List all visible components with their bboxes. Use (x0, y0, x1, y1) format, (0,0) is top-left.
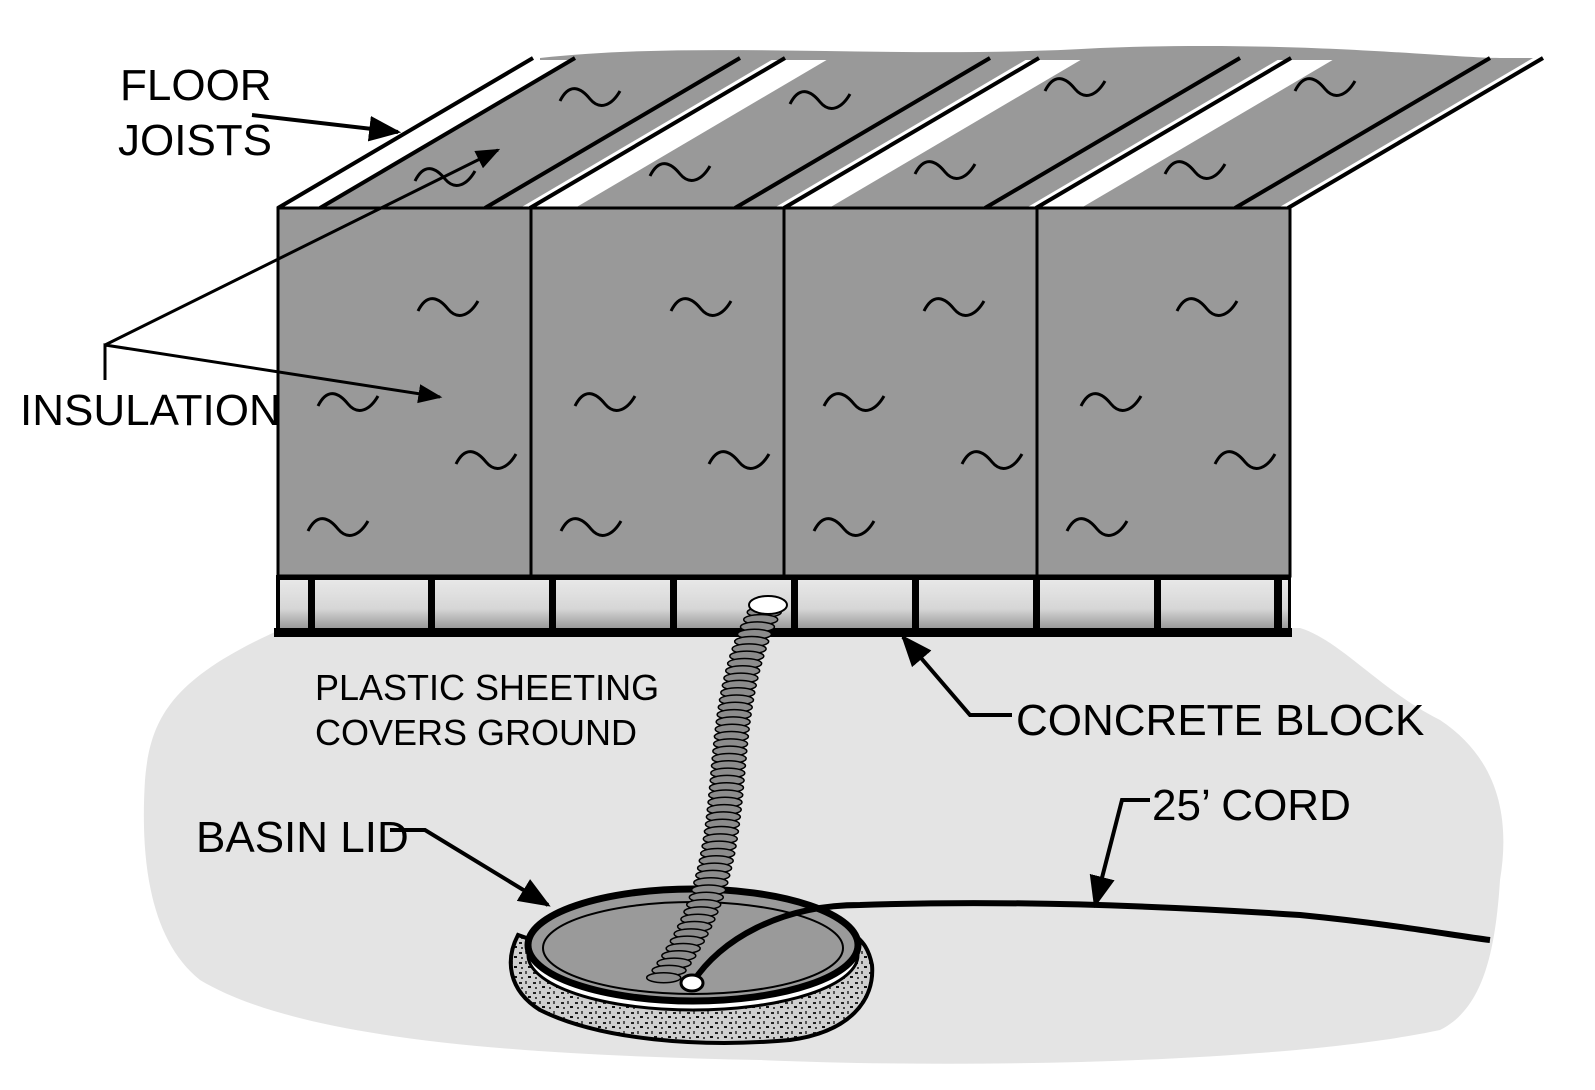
insulation-texture-mark (960, 450, 1024, 470)
sill-plate (274, 628, 1292, 637)
insulation-texture-mark (822, 392, 886, 412)
insulation-texture-mark (1065, 517, 1129, 537)
basin-lid-leader (390, 828, 551, 907)
insulation-texture-mark (1175, 297, 1239, 317)
insulation-texture-mark (669, 297, 733, 317)
joist-edge-line (782, 56, 1041, 210)
insulation-texture-mark (306, 517, 370, 537)
insulation-texture-mark (1043, 77, 1107, 97)
concrete-block (435, 580, 549, 628)
label-concrete-block: CONCRETE BLOCK (1016, 696, 1424, 745)
cord-grommet (679, 973, 705, 993)
insulation-texture-mark (558, 87, 622, 107)
insulation-texture-mark (1163, 160, 1227, 180)
joist-edge-line (983, 56, 1242, 210)
insulation-panel-face (529, 206, 786, 578)
label-joists: JOISTS (118, 116, 272, 165)
cord-leader (1089, 798, 1150, 909)
insulation-panels (276, 206, 1292, 578)
floor-joists-leader (251, 113, 402, 142)
concrete-block (556, 580, 670, 628)
insulation-leader-upper (104, 148, 501, 347)
concrete-block (919, 580, 1033, 628)
power-cord (690, 900, 1491, 984)
insulation-texture-mark (316, 392, 380, 412)
concrete-block (1040, 580, 1154, 628)
gravel-bed (508, 932, 875, 1045)
insulation-texture-mark (788, 90, 852, 110)
joist-edge-line (276, 56, 535, 210)
insulation-texture-mark (707, 450, 771, 470)
label-insulation: INSULATION (20, 386, 281, 435)
floor-joists (276, 45, 1545, 210)
label-cord: 25’ CORD (1152, 781, 1351, 830)
ground-plastic-sheeting (143, 628, 1504, 1064)
joist-edge-line (1034, 56, 1293, 210)
joist-edge-line (483, 56, 742, 210)
insulation-texture-mark (573, 392, 637, 412)
joist-edge-line (318, 56, 577, 210)
concrete-block (315, 580, 428, 628)
insulation-panel-face (782, 206, 1039, 578)
label-basin-lid: BASIN LID (196, 813, 409, 862)
hose-ring (645, 971, 682, 984)
insulation-texture-mark (454, 450, 518, 470)
concrete-block (1282, 580, 1288, 628)
discharge-hose (693, 595, 788, 889)
joist-edge-line (1233, 56, 1492, 210)
insulation-texture-mark (913, 160, 977, 180)
label-covers-ground: COVERS GROUND (315, 712, 637, 753)
joist-edge-line (528, 56, 787, 210)
insulation-texture-mark (812, 517, 876, 537)
insulation-leader-lower (103, 343, 443, 404)
insulation-panel (529, 206, 786, 578)
insulation-texture-mark (559, 517, 623, 537)
insulation-panel (782, 206, 1039, 578)
concrete-block-leader (900, 634, 1012, 717)
insulation-texture-mark (1213, 450, 1277, 470)
insulation-texture-mark (1079, 392, 1143, 412)
label-plastic-sheeting: PLASTIC SHEETING (315, 667, 659, 708)
concrete-block (1161, 580, 1274, 628)
insulation-panel-face (1035, 206, 1292, 578)
insulation-texture-mark (1293, 77, 1357, 97)
label-floor: FLOOR (120, 61, 272, 110)
joist-edge-line (733, 56, 992, 210)
joist-edge-line (1286, 56, 1545, 210)
insulation-texture-mark (416, 297, 480, 317)
insulation-texture-mark (648, 162, 712, 182)
concrete-block (280, 580, 308, 628)
joist-bay-insulation (575, 58, 1029, 208)
insulation-texture-mark (413, 167, 477, 187)
insulation-texture-mark (922, 297, 986, 317)
concrete-block (798, 580, 912, 628)
hose-wall-fitting (748, 595, 788, 615)
insulation-top-edge (540, 45, 1500, 60)
insulation-panel (1035, 206, 1292, 578)
